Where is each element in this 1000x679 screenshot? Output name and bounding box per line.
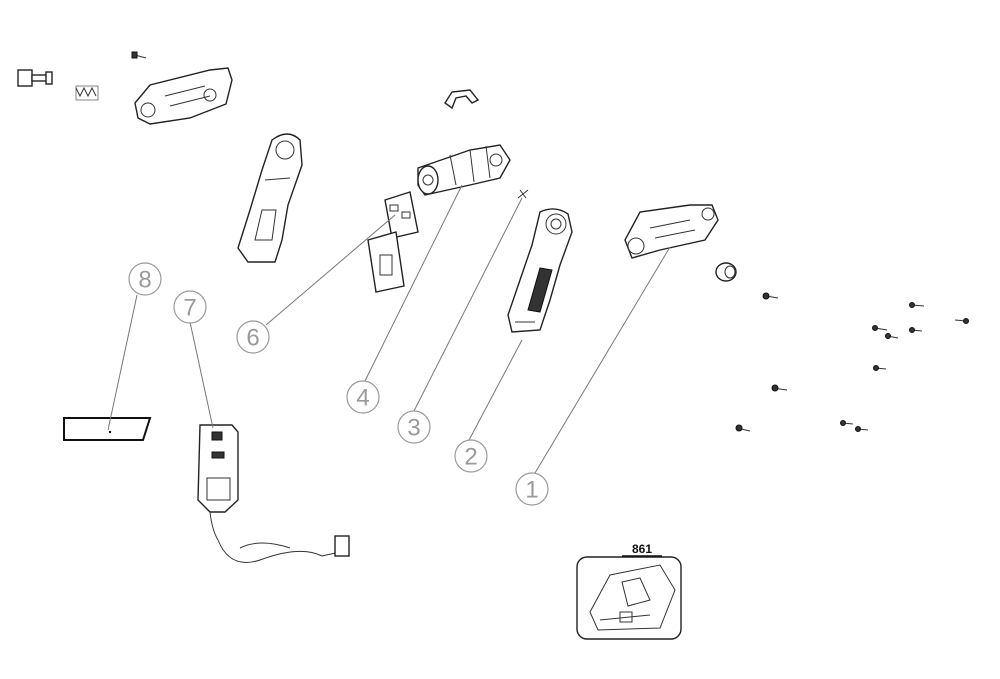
front-housing-right: [624, 204, 719, 259]
carry-case: [576, 556, 682, 640]
callout-1-label: 1: [525, 477, 538, 504]
callout-7-label: 7: [183, 295, 196, 322]
callout-1: 1: [515, 472, 549, 506]
handle-shell-left: [237, 133, 303, 263]
front-housing-top: [134, 67, 233, 125]
callout-6-label: 6: [246, 325, 259, 352]
label-plate: [63, 417, 152, 441]
callout-4-label: 4: [356, 385, 369, 412]
callout-7: 7: [173, 290, 207, 324]
switch-module: [384, 191, 419, 239]
gear-part: [715, 262, 737, 282]
spring-part: [75, 85, 99, 101]
clip-part: [444, 89, 480, 110]
small-bit-part: [517, 189, 529, 199]
charger: [197, 424, 350, 563]
leader-line-7: [189, 321, 214, 429]
leader-line-3: [413, 197, 523, 412]
shaft-part: [17, 69, 53, 87]
callout-8: 8: [128, 262, 162, 296]
small-screw-top: [131, 51, 147, 59]
callout-3-label: 3: [407, 415, 420, 442]
callout-3: 3: [397, 410, 431, 444]
leader-line-6: [265, 214, 396, 326]
callout-2: 2: [454, 439, 488, 473]
leader-line-1: [531, 246, 671, 479]
leader-line-8: [107, 294, 138, 431]
callout-8-label: 8: [138, 267, 151, 294]
battery-pack: [367, 231, 405, 293]
screws-cluster: [735, 292, 969, 432]
leader-line-2: [467, 339, 523, 443]
callout-2-label: 2: [464, 444, 477, 471]
leader-line-4: [364, 184, 463, 382]
case-label: 861: [632, 542, 652, 556]
handle-assembly-right: [507, 208, 573, 333]
motor-assembly: [417, 144, 511, 196]
callout-6: 6: [236, 320, 270, 354]
callout-4: 4: [346, 380, 380, 414]
